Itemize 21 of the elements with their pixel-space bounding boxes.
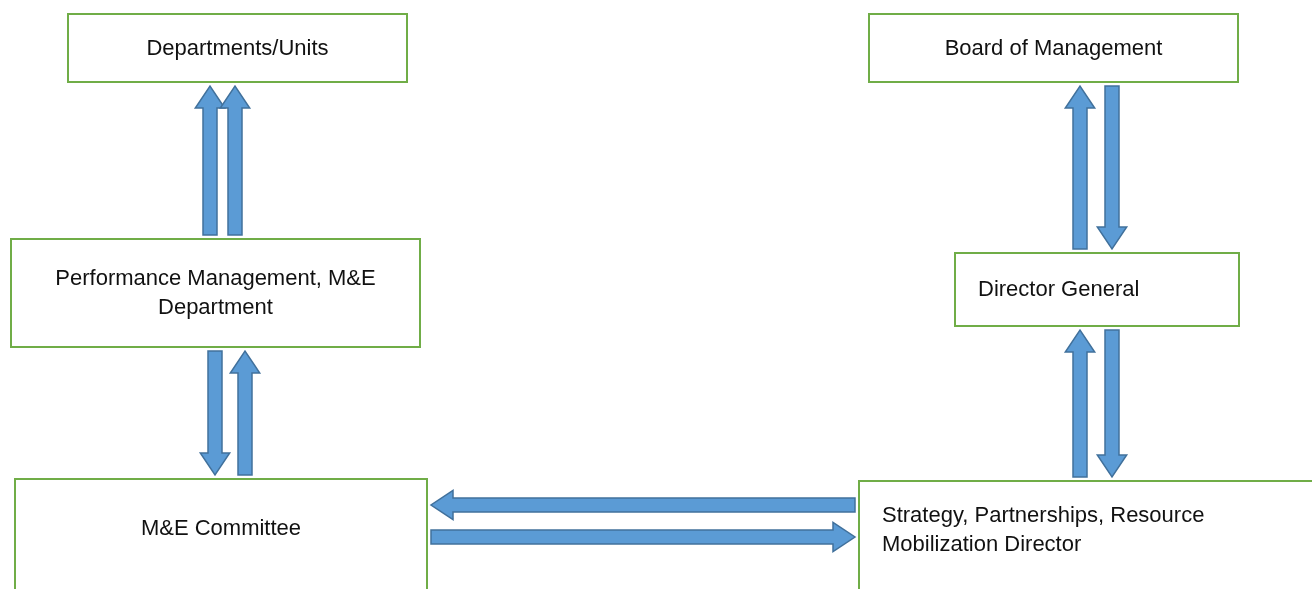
process-box — [868, 13, 1239, 83]
block-arrow — [1063, 328, 1097, 478]
block-arrow — [430, 520, 857, 554]
process-box — [10, 238, 421, 348]
box-text: Strategy, Partnerships, Resource Mobilization Director — [882, 501, 1206, 558]
block-arrow — [218, 84, 252, 236]
block-arrow — [429, 488, 856, 522]
block-arrow — [198, 350, 232, 477]
box-text: Board of Management — [944, 33, 1163, 62]
process-box — [954, 252, 1240, 327]
block-arrow — [228, 349, 262, 476]
block-arrow — [1095, 329, 1129, 479]
process-box — [67, 13, 408, 83]
block-arrow — [1063, 84, 1097, 250]
box-text: M&E Committee — [140, 513, 302, 542]
block-arrow — [1095, 85, 1129, 251]
box-text: Director General — [978, 275, 1140, 304]
box-text: Departments/Units — [146, 33, 329, 62]
box-text: Performance Management, M&E Department — [54, 264, 377, 321]
process-box — [858, 480, 1312, 589]
process-box — [14, 478, 428, 589]
